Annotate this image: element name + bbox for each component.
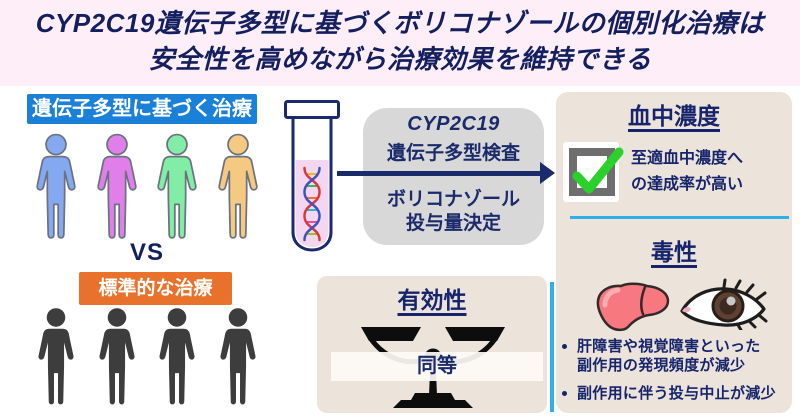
efficacy-heading: 有効性: [397, 287, 467, 313]
person-icon: [38, 308, 74, 405]
blood-concentration-text: 至適血中濃度へ の達成率が高い: [631, 146, 743, 198]
flow-arrow: [337, 171, 541, 176]
person-icon: [220, 308, 256, 405]
checked-checkbox-icon: [563, 142, 624, 202]
process-box: [363, 108, 544, 245]
process-test-label: 遺伝子多型検査: [386, 143, 520, 164]
toxicity-bullet-1-line2: 副作用の発現頻度が減少: [577, 357, 746, 374]
person-icon: [159, 308, 195, 405]
flow-arrow-head: [540, 162, 555, 184]
page-title-line1: CYP2C19遺伝子多型に基づくボリコナゾールの個別化治療は: [35, 8, 765, 38]
person-icon: [157, 133, 197, 239]
header-strip: [0, 0, 800, 86]
person-icon: [218, 133, 258, 239]
process-test-name: CYP2C19: [407, 113, 500, 135]
process-dose-label: 投与量決定: [405, 213, 501, 234]
process-drug-label: ボリコナゾール: [386, 189, 520, 210]
toxicity-bullet-1: 肝障害や視覚障害といった 副作用の発現頻度が減少: [560, 337, 794, 375]
personalized-treatment-label: 遺伝子多型に基づく治療: [27, 94, 257, 124]
equivalence-label: 同等: [417, 355, 457, 377]
toxicity-bullet-list: 肝障害や視覚障害といった 副作用の発現頻度が減少 副作用に伴う投与中止が減少: [560, 337, 794, 412]
blood-text-line2: の達成率が高い: [631, 176, 744, 193]
person-icon: [36, 133, 76, 239]
liver-icon: [596, 282, 670, 332]
toxicity-bullet-2-line1: 副作用に伴う投与中止が減少: [577, 385, 776, 402]
blood-concentration-heading: 血中濃度: [628, 103, 720, 129]
toxicity-heading: 毒性: [651, 239, 697, 265]
toxicity-bullet-2: 副作用に伴う投与中止が減少: [560, 384, 794, 403]
panel-horizontal-divider: [570, 216, 789, 219]
person-icon: [99, 308, 135, 405]
variant-person-group: [30, 131, 264, 245]
person-icon: [96, 133, 137, 239]
blood-text-line1: 至適血中濃度へ: [631, 150, 744, 167]
toxicity-bullet-1-line1: 肝障害や視覚障害といった: [577, 338, 761, 355]
bullet-dot: [562, 391, 567, 396]
page-title-line2: 安全性を高めながら治療効果を維持できる: [148, 44, 652, 74]
standard-treatment-label: 標準的な治療: [79, 272, 232, 305]
dna-test-tube-icon: [284, 100, 340, 252]
bullet-dot: [562, 344, 567, 349]
eye-icon: [680, 278, 768, 330]
standard-person-group: [30, 307, 264, 411]
equivalence-band: 同等: [331, 352, 543, 381]
panel-vertical-divider: [550, 282, 554, 412]
vs-label: VS: [129, 239, 164, 266]
